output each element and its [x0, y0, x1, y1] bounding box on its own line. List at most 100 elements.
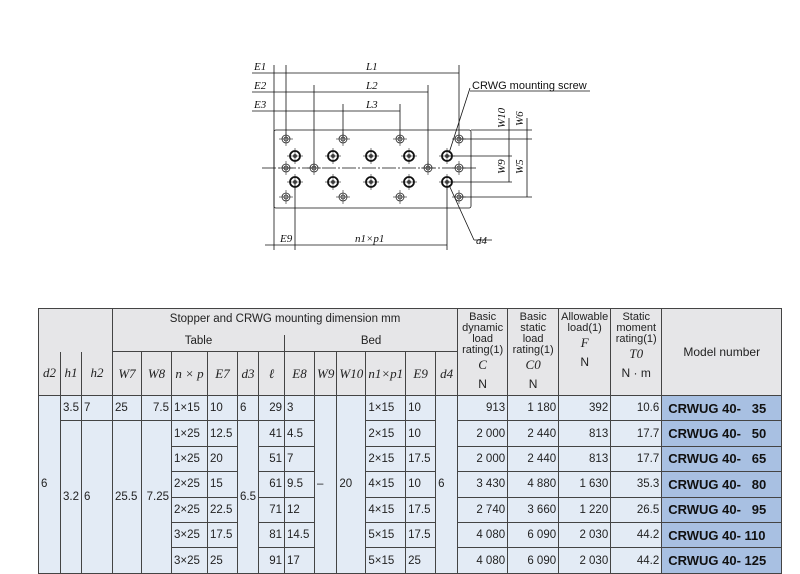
- cell-n-x-p: 1×25: [171, 445, 208, 473]
- tapped-hole-icon: [393, 190, 407, 204]
- cell-l: 61: [258, 471, 285, 498]
- cell-e7: 17.5: [207, 521, 238, 549]
- header-d2: d2: [38, 351, 61, 396]
- screw-hole-icon: [287, 174, 303, 190]
- tapped-hole-icon: [307, 161, 321, 175]
- cell-d3: 6.5: [237, 420, 259, 574]
- cell-w10: 20: [336, 395, 367, 574]
- cell-static-load: 4 880: [507, 471, 560, 498]
- label-w6: W6: [514, 111, 526, 126]
- tapped-hole-icon: [452, 190, 466, 204]
- cell-static-moment: 44.2: [610, 547, 663, 574]
- label-l3: L3: [365, 99, 378, 111]
- header-n1-x-p1: n1×p1: [365, 351, 407, 396]
- tapped-hole-icon: [336, 190, 350, 204]
- tapped-hole-icon: [393, 132, 407, 146]
- tapped-hole-icon: [421, 161, 435, 175]
- cell-n1-x-p1: 2×15: [365, 445, 407, 473]
- cell-e7: 10: [207, 394, 238, 422]
- cell-n-x-p: 3×25: [171, 547, 208, 574]
- cell-e9: 10: [405, 471, 437, 498]
- cell-dynamic-load: 3 430: [457, 471, 509, 498]
- cell-dynamic-load: 2 740: [457, 496, 509, 523]
- cell-h1: 3.5: [60, 394, 82, 422]
- cell-model-number: CRWUG 40- 125: [661, 547, 783, 574]
- label-d4: d4: [476, 235, 488, 247]
- label-l1: L1: [365, 61, 378, 73]
- cell-model-number: CRWUG 40- 35: [661, 394, 783, 422]
- cell-static-load: 2 440: [507, 445, 560, 473]
- cell-e7: 20: [207, 445, 238, 473]
- cell-e8: 14.5: [284, 521, 315, 549]
- cell-dynamic-load: 4 080: [457, 521, 509, 549]
- cell-static-moment: 26.5: [610, 496, 663, 523]
- cell-w8: 7.25: [141, 420, 172, 574]
- cell-e9: 10: [405, 394, 437, 422]
- cell-static-moment: 10.6: [610, 394, 663, 422]
- label-w5: W5: [514, 159, 526, 174]
- cell-allowable-load: 2 030: [558, 547, 612, 574]
- tapped-hole-icon: [279, 161, 293, 175]
- cell-allowable-load: 2 030: [558, 521, 612, 549]
- cell-l: 51: [258, 445, 285, 473]
- cell-l: 91: [258, 547, 285, 574]
- group-title: Stopper and CRWG mounting dimension mm: [111, 308, 459, 335]
- header-n-x-p: n × p: [171, 351, 208, 396]
- screw-hole-icon: [287, 148, 303, 164]
- cell-dynamic-load: 2 000: [457, 445, 509, 473]
- cell-allowable-load: 1 630: [558, 471, 612, 498]
- cell-static-load: 2 440: [507, 420, 560, 447]
- cell-e7: 22.5: [207, 496, 238, 523]
- header-h1: h1: [60, 351, 82, 396]
- cell-n-x-p: 1×15: [171, 394, 208, 422]
- label-w9: W9: [496, 159, 508, 174]
- cell-static-load: 3 660: [507, 496, 560, 523]
- cell-e7: 12.5: [207, 420, 238, 447]
- cell-static-moment: 35.3: [610, 471, 663, 498]
- callout-mounting-screw: CRWG mounting screw: [472, 80, 587, 92]
- cell-static-load: 1 180: [507, 394, 560, 422]
- screw-hole-icon: [363, 148, 379, 164]
- cell-model-number: CRWUG 40- 110: [661, 521, 783, 549]
- cell-d4: 6: [435, 395, 459, 574]
- cell-e8: 9.5: [284, 471, 315, 498]
- cell-l: 81: [258, 521, 285, 549]
- cell-static-load: 6 090: [507, 521, 560, 549]
- label-l2: L2: [365, 80, 378, 92]
- cell-e9: 10: [405, 420, 437, 447]
- cell-h2: 7: [81, 394, 113, 422]
- cell-e7: 15: [207, 471, 238, 498]
- header-w7: W7: [112, 351, 142, 396]
- cell-e9: 25: [405, 547, 437, 574]
- cell-n1-x-p1: 5×15: [365, 547, 407, 574]
- cell-e8: 17: [284, 547, 315, 574]
- label-n1p1: n1×p1: [355, 233, 384, 245]
- cell-l: 29: [258, 394, 285, 422]
- cell-w7: 25.5: [112, 420, 142, 574]
- screw-hole-icon: [363, 174, 379, 190]
- label-w10: W10: [496, 107, 508, 128]
- mounting-holes: [279, 132, 466, 204]
- label-e1: E1: [253, 61, 266, 73]
- label-e3: E3: [253, 99, 267, 111]
- tapped-hole-icon: [452, 132, 466, 146]
- screw-hole-icon: [439, 174, 455, 190]
- screw-hole-icon: [439, 148, 455, 164]
- dimension-table: Stopper and CRWG mounting dimension mm B…: [38, 308, 783, 574]
- header-h2: h2: [81, 351, 113, 396]
- tapped-hole-icon: [279, 132, 293, 146]
- cell-l: 71: [258, 496, 285, 523]
- header-l: ℓ: [258, 351, 285, 396]
- header-w9: W9: [313, 351, 338, 396]
- cell-h2: 6: [81, 420, 113, 574]
- cell-static-moment: 17.7: [610, 445, 663, 473]
- cell-n1-x-p1: 5×15: [365, 521, 407, 549]
- cell-h1: 3.2: [60, 420, 82, 574]
- header-e9: E9: [405, 351, 437, 396]
- header-model-number: Model number: [661, 308, 783, 396]
